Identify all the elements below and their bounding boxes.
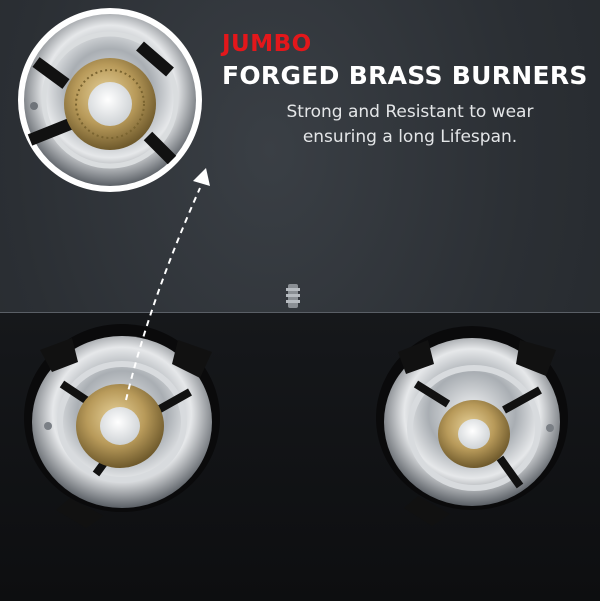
headline-block: JUMBO FORGED BRASS BURNERS — [222, 30, 592, 92]
zoom-callout-circle — [18, 8, 202, 192]
description-line-2: ensuring a long Lifespan. — [302, 127, 518, 147]
highlight-label: JUMBO — [222, 31, 312, 57]
description-line-1: Strong and Resistant to wear — [286, 102, 534, 122]
left-burner — [24, 324, 220, 528]
dashed-arrow-icon — [125, 168, 210, 401]
headline-description: Strong and Resistant to wear ensuring a … — [240, 100, 580, 150]
headline-title: FORGED BRASS BURNERS — [222, 61, 588, 90]
right-burner — [376, 326, 568, 526]
gas-nozzle-icon — [286, 284, 300, 308]
